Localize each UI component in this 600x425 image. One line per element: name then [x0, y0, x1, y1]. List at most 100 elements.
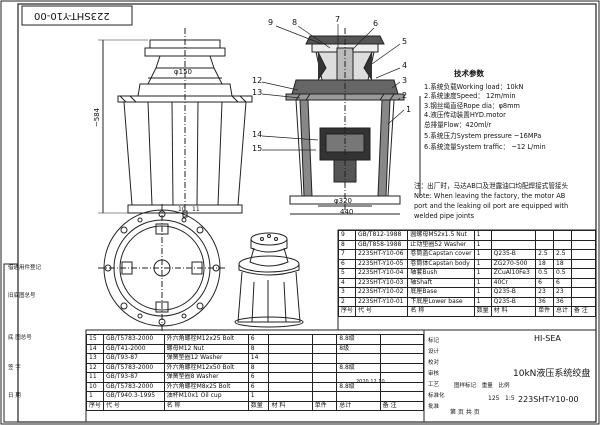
table-cell: 40Cr — [490, 277, 537, 288]
table-cell: GB/T93-87 — [103, 372, 165, 383]
callout-5: 5 — [402, 37, 408, 46]
table-cell: 12 — [85, 362, 105, 373]
callout-7: 7 — [335, 15, 341, 24]
rotated-drawing-number: 223SHT-Y10-00 — [34, 10, 110, 21]
table-cell — [535, 230, 555, 241]
title-name: 10kN液压系统绞盘 — [513, 369, 591, 379]
stage-label: 比例 — [498, 383, 510, 389]
table-cell — [570, 287, 597, 298]
designer-row: 审核 — [428, 371, 440, 377]
table-cell: 序号 — [85, 400, 105, 411]
table-cell — [570, 296, 597, 307]
table-cell — [570, 258, 597, 269]
table-cell — [570, 268, 597, 279]
dim-h584: ~584 — [93, 107, 102, 128]
table-cell: GB/T5783-2000 — [103, 334, 165, 345]
callout-3: 3 — [402, 76, 408, 85]
table-cell — [379, 343, 425, 354]
table-cell — [379, 381, 425, 392]
callout-12: 12 — [252, 76, 263, 85]
table-cell: 8 — [247, 343, 270, 354]
table-cell: 1 — [473, 249, 492, 260]
table-cell: 15 — [85, 334, 105, 345]
table-cell: 1 — [473, 277, 492, 288]
table-cell: 1 — [473, 268, 492, 279]
table-cell: 名 称 — [407, 306, 475, 317]
table-cell: 外六角螺栓M12x25 Bolt — [163, 334, 249, 345]
left-label: 借通用件登记 — [8, 265, 42, 271]
capstan-side-view — [98, 28, 253, 215]
table-cell: 6 — [553, 277, 572, 288]
table-cell — [570, 239, 597, 250]
table-cell: 油杯M10x1 Oil cup — [163, 391, 249, 402]
title-block-frame — [423, 329, 597, 423]
table-cell: 1 — [473, 230, 492, 241]
table-cell: 代 号 — [355, 306, 409, 317]
title-scale: 1:5 — [505, 395, 515, 402]
table-cell — [379, 362, 425, 373]
title-sheet-label: 第 页 共 页 — [450, 409, 480, 416]
table-cell — [268, 353, 313, 364]
callout-8: 8 — [292, 18, 298, 27]
table-cell: 2 — [337, 296, 357, 307]
table-cell: 223SHT-Y10-04 — [355, 268, 409, 279]
table-cell — [570, 249, 597, 260]
table-cell: 名 称 — [163, 400, 249, 411]
note-en-line: Note: When leaving the factory, the moto… — [414, 192, 566, 200]
table-cell: 14 — [85, 343, 105, 354]
table-cell: 6 — [337, 258, 357, 269]
table-cell — [379, 372, 425, 383]
table-cell: 223SHT-Y10-03 — [355, 277, 409, 288]
table-cell: 8 — [247, 362, 270, 373]
table-cell — [553, 230, 572, 241]
table-cell — [311, 343, 338, 354]
table-cell: GB/T858-1988 — [355, 239, 409, 250]
table-cell: 18 — [553, 258, 572, 269]
table-cell: 1 — [247, 391, 270, 402]
table-cell: 23 — [535, 287, 555, 298]
tech-param-line: 4.液压传动装置HYD.motor — [424, 111, 506, 120]
dim-d320: φ320 — [334, 197, 352, 205]
table-cell: 6 — [247, 334, 270, 345]
table-cell: ZG270-500 — [490, 258, 537, 269]
callout-13: 13 — [252, 88, 263, 97]
left-label: 底 图总号 — [8, 335, 32, 341]
dim-d150: φ150 — [174, 68, 192, 76]
table-cell: GB/T812-1988 — [355, 230, 409, 241]
table-cell: ZCuAl10Fe3 — [490, 268, 537, 279]
table-cell — [311, 353, 338, 364]
table-cell: 数量 — [473, 306, 492, 317]
table-cell: 10 — [85, 381, 105, 392]
callout-leaders — [261, 24, 405, 151]
callout-14: 14 — [252, 130, 263, 139]
table-cell: 223SHT-Y10-05 — [355, 258, 409, 269]
table-cell: 外六角螺栓M12x50 Bolt — [163, 362, 249, 373]
note-cn: 注：出厂时，马达AB口及泄露油口均配焊接式管接头 — [414, 182, 569, 190]
designer-row: 工艺 — [428, 382, 440, 388]
table-cell: GB/T940.3-1995 — [103, 391, 165, 402]
table-cell: 2.5 — [553, 249, 572, 260]
callout-6: 6 — [373, 19, 379, 28]
callout-15: 15 — [252, 144, 263, 153]
table-cell: 4 — [337, 277, 357, 288]
table-cell: 螺母M12 Nut — [163, 343, 249, 354]
table-cell: 223SHT-Y10-06 — [355, 249, 409, 260]
tech-param-line: 2.系统速度Speed： 12m/min — [424, 92, 516, 101]
table-cell: 备 注 — [570, 306, 597, 317]
table-cell: 36 — [535, 296, 555, 307]
table-cell — [535, 239, 555, 250]
title-weight: 125 — [488, 395, 500, 402]
table-cell: 1 — [85, 391, 105, 402]
callout-2: 2 — [402, 91, 408, 100]
table-cell — [490, 230, 537, 241]
title-drawing-no: 223SHT-Y10-00 — [518, 395, 579, 404]
capstan-section-view — [285, 28, 421, 215]
